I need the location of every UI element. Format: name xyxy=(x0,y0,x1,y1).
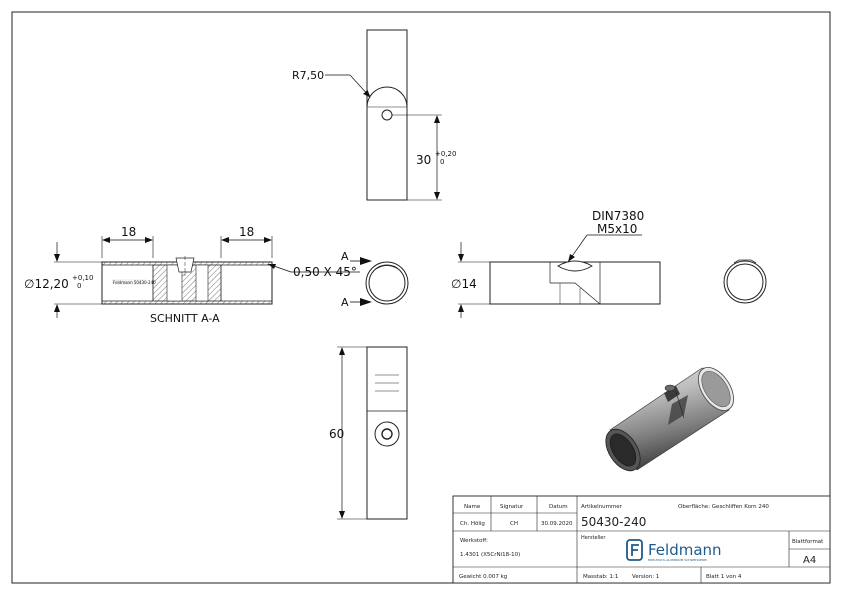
engraving-text: Feldmann 50430-240 xyxy=(113,280,156,285)
left-length-dimension: 18 xyxy=(121,225,136,239)
section-mark-top: A xyxy=(341,250,349,263)
title-block: Name Signatur Datum Artikelnummer Oberfl… xyxy=(452,495,831,584)
feldmann-logo: Feldmann EDELSTAHL ALUMINIUM SCHWEISSERE… xyxy=(626,539,722,562)
section-diameter-tolerance-zero: 0 xyxy=(77,282,81,290)
sheet-number: Blatt 1 von 4 xyxy=(706,574,742,580)
article-number: 50430-240 xyxy=(581,515,646,529)
value-signature: CH xyxy=(510,521,518,527)
material-value: 1.4301 (X5CrNi18-10) xyxy=(460,552,520,558)
logo-text: Feldmann xyxy=(648,541,722,559)
version: Version: 1 xyxy=(632,574,659,580)
value-date: 30.09.2020 xyxy=(541,521,573,527)
radius-dimension: R7,50 xyxy=(292,69,324,82)
sheet-border xyxy=(11,11,831,584)
isometric-render xyxy=(605,367,734,472)
value-name: Ch. Hölig xyxy=(460,521,485,527)
side-view: DIN7380 M5x10 ∅14 xyxy=(451,209,661,318)
end-view-left: A A xyxy=(341,250,409,309)
logo-tagline: EDELSTAHL ALUMINIUM SCHWEISSEREI xyxy=(648,558,707,562)
section-mark-bottom: A xyxy=(341,296,349,309)
right-length-dimension: 18 xyxy=(239,225,254,239)
end-view-right xyxy=(723,259,767,304)
height-tolerance-zero: 0 xyxy=(440,158,444,166)
chamfer-dimension: 0,50 X 45° xyxy=(293,265,357,279)
manufacturer-label: Hersteller xyxy=(581,535,606,541)
section-view: 18 18 Feldmann 50430-240 xyxy=(24,225,360,325)
header-article: Artikelnummer xyxy=(581,504,623,510)
header-surface: Oberfläche: Geschliffen Korn 240 xyxy=(678,504,769,510)
top-view: R7,50 30 +0,20 0 xyxy=(292,29,456,201)
format-label: Blattformat xyxy=(792,539,824,545)
section-caption: SCHNITT A-A xyxy=(150,312,220,325)
din-note-line2: M5x10 xyxy=(597,222,637,236)
scale: Masstab: 1:1 xyxy=(583,574,618,580)
side-diameter-dimension: ∅14 xyxy=(451,277,477,291)
height-dimension: 30 xyxy=(416,153,431,167)
section-diameter-dimension: ∅12,20 xyxy=(24,277,69,291)
format-value: A4 xyxy=(803,555,816,566)
front-view: 60 xyxy=(329,346,408,520)
length-dimension: 60 xyxy=(329,427,344,441)
material-label: Werkstoff: xyxy=(460,538,488,544)
header-name: Name xyxy=(464,504,481,510)
din-note-line1: DIN7380 xyxy=(592,209,644,223)
header-date: Datum xyxy=(549,504,568,510)
weight: Gewicht 0.007 kg xyxy=(459,574,507,580)
section-diameter-tolerance-plus: +0,10 xyxy=(72,274,93,282)
height-tolerance-plus: +0,20 xyxy=(435,150,456,158)
header-signature: Signatur xyxy=(500,504,524,510)
